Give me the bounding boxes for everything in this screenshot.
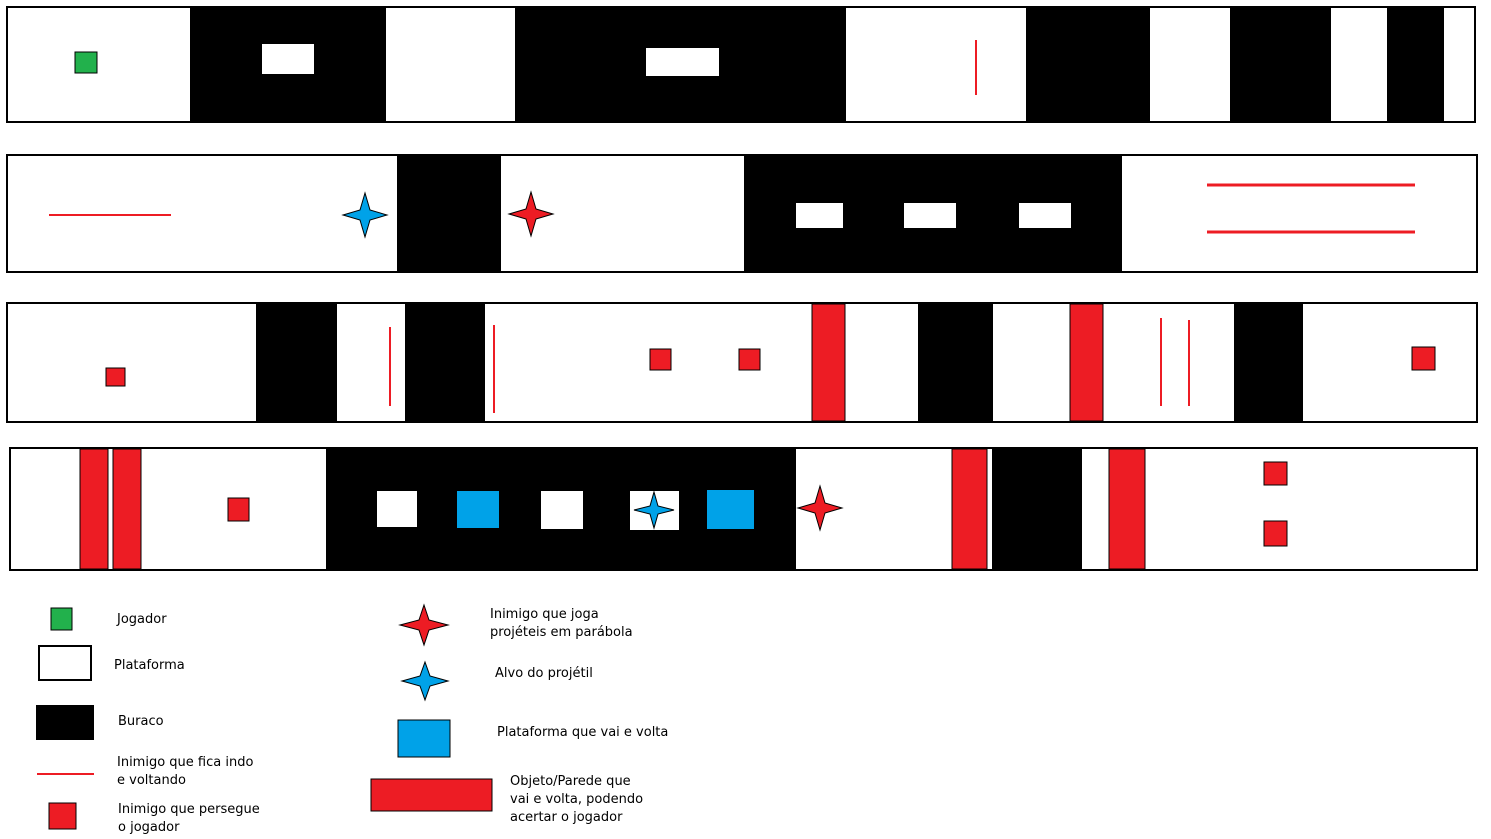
legend-label-pit: Buraco (118, 714, 164, 729)
level-row-3 (6, 302, 1478, 423)
projectile-target-icon (633, 490, 675, 530)
floating-platform (262, 44, 314, 74)
legend-label-moving-platform: Plataforma que vai e volta (497, 725, 669, 740)
floating-platform (904, 203, 956, 228)
pit (1230, 8, 1331, 121)
legend-swatches (36, 603, 493, 830)
legend-label-projectile-target: Alvo do projétil (495, 666, 593, 681)
chaser-enemy (1263, 461, 1288, 486)
moving-platform (457, 491, 499, 528)
floating-platform (796, 203, 843, 228)
floating-platform (646, 48, 719, 76)
legend-label-thrower-enemy: Inimigo que joga projéteis em parábola (490, 607, 633, 640)
moving-wall (112, 448, 142, 570)
legend-moving-platform-swatch (397, 719, 451, 758)
floating-platform (377, 491, 417, 527)
chaser-enemy (1263, 520, 1288, 547)
level-row-4 (9, 447, 1478, 571)
pit (1026, 8, 1150, 121)
legend-label-chaser-enemy: Inimigo que persegue o jogador (118, 802, 260, 835)
legend-chaser-enemy-swatch (48, 802, 77, 830)
chaser-enemy (649, 348, 672, 371)
legend-target-icon (400, 660, 450, 702)
legend-player-swatch (50, 607, 73, 631)
legend-label-player: Jogador (117, 612, 167, 627)
pit (1234, 304, 1303, 421)
moving-wall (1108, 448, 1146, 570)
legend-moving-wall-swatch (370, 778, 493, 812)
legend-label-patrol-enemy: Inimigo que fica indo e voltando (117, 755, 254, 788)
chaser-enemy (227, 497, 250, 522)
projectile-target-icon (341, 191, 389, 239)
pit (918, 304, 993, 421)
level-row-2 (6, 154, 1478, 273)
floating-platform (541, 491, 583, 529)
moving-wall (951, 448, 988, 570)
chaser-enemy (1411, 346, 1436, 371)
thrower-enemy-icon (507, 190, 555, 238)
chaser-enemy (105, 367, 126, 387)
legend-thrower-enemy-icon (398, 603, 450, 647)
legend-platform-swatch (38, 645, 92, 681)
moving-wall (79, 448, 109, 570)
floating-platform (1019, 203, 1071, 228)
legend-label-platform: Plataforma (114, 658, 185, 673)
chaser-enemy (738, 348, 761, 371)
player-marker (74, 51, 98, 74)
pit (992, 449, 1082, 569)
moving-platform (707, 490, 754, 529)
level-row-1 (6, 6, 1476, 123)
moving-wall (811, 303, 846, 422)
thrower-enemy-icon (796, 484, 844, 532)
pit (405, 304, 485, 421)
moving-wall (1069, 303, 1104, 422)
pit (1387, 8, 1444, 121)
pit (256, 304, 337, 421)
level-strip-frame (6, 154, 1478, 273)
legend-label-moving-wall: Objeto/Parede que vai e volta, podendo a… (510, 774, 644, 825)
legend-pit-swatch (36, 705, 94, 740)
pit (397, 156, 501, 271)
